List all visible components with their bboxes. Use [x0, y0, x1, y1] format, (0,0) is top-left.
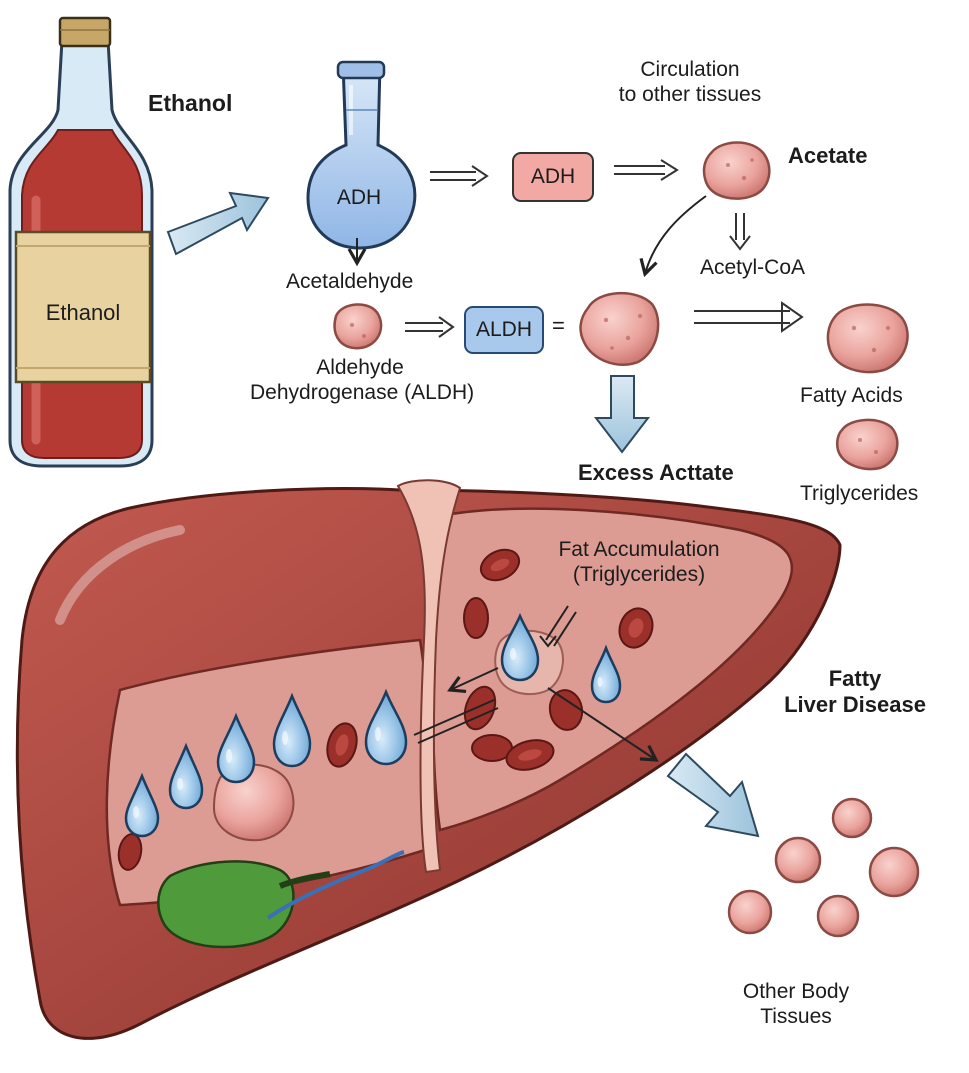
ethanol-heading: Ethanol	[148, 90, 233, 116]
flask-label: ADH	[336, 186, 382, 209]
ethanol-bottle	[8, 16, 154, 468]
adh-box: ADH	[512, 152, 594, 202]
liver-fat-blob	[212, 763, 295, 842]
tissue-cell-4	[816, 894, 860, 938]
acetaldehyde-cell	[333, 303, 383, 350]
arrow-bottle-to-adh	[166, 191, 270, 256]
aldh-name-label: Aldehyde Dehydrogenase (ALDH)	[250, 356, 475, 404]
fatty-liver-label: Fatty Liver Disease	[784, 666, 926, 717]
aldh-box: ALDH	[464, 306, 544, 354]
tissue-cell-5	[727, 889, 773, 935]
arrow-excess-down	[593, 375, 651, 454]
central-acetate-cell	[579, 292, 660, 367]
arrow-to-tissues	[666, 752, 760, 838]
tissue-cell-2	[774, 836, 822, 884]
fat-accumulation-label: Fat Accumulation (Triglycerides)	[558, 538, 720, 586]
fatty-acids-label: Fatty Acids	[800, 384, 903, 407]
fat-cells	[333, 141, 920, 938]
tissue-cell-1	[831, 797, 873, 839]
acetyl-coa-label: Acetyl-CoA	[700, 256, 806, 279]
triglycerides-label: Triglycerides	[800, 482, 919, 505]
hollow-arrows	[405, 159, 804, 338]
other-tissues-label: Other Body Tissues	[742, 980, 850, 1028]
circulation-label: Circulation to other tissues	[618, 58, 762, 106]
equals-sign: =	[552, 313, 565, 338]
acetate-cell	[702, 141, 771, 200]
tissue-cell-3	[868, 846, 920, 898]
acetaldehyde-label: Acetaldehyde	[286, 270, 414, 293]
bottle-label: Ethanol	[45, 300, 121, 325]
excess-acetate-label: Excess Acttate	[578, 460, 734, 485]
blood-cells	[117, 548, 654, 871]
triglycerides-cell	[835, 418, 899, 471]
fatty-acids-cell	[826, 303, 909, 374]
adh-flask	[306, 60, 417, 250]
fat-droplets	[124, 612, 622, 838]
acetate-label: Acetate	[788, 143, 868, 168]
